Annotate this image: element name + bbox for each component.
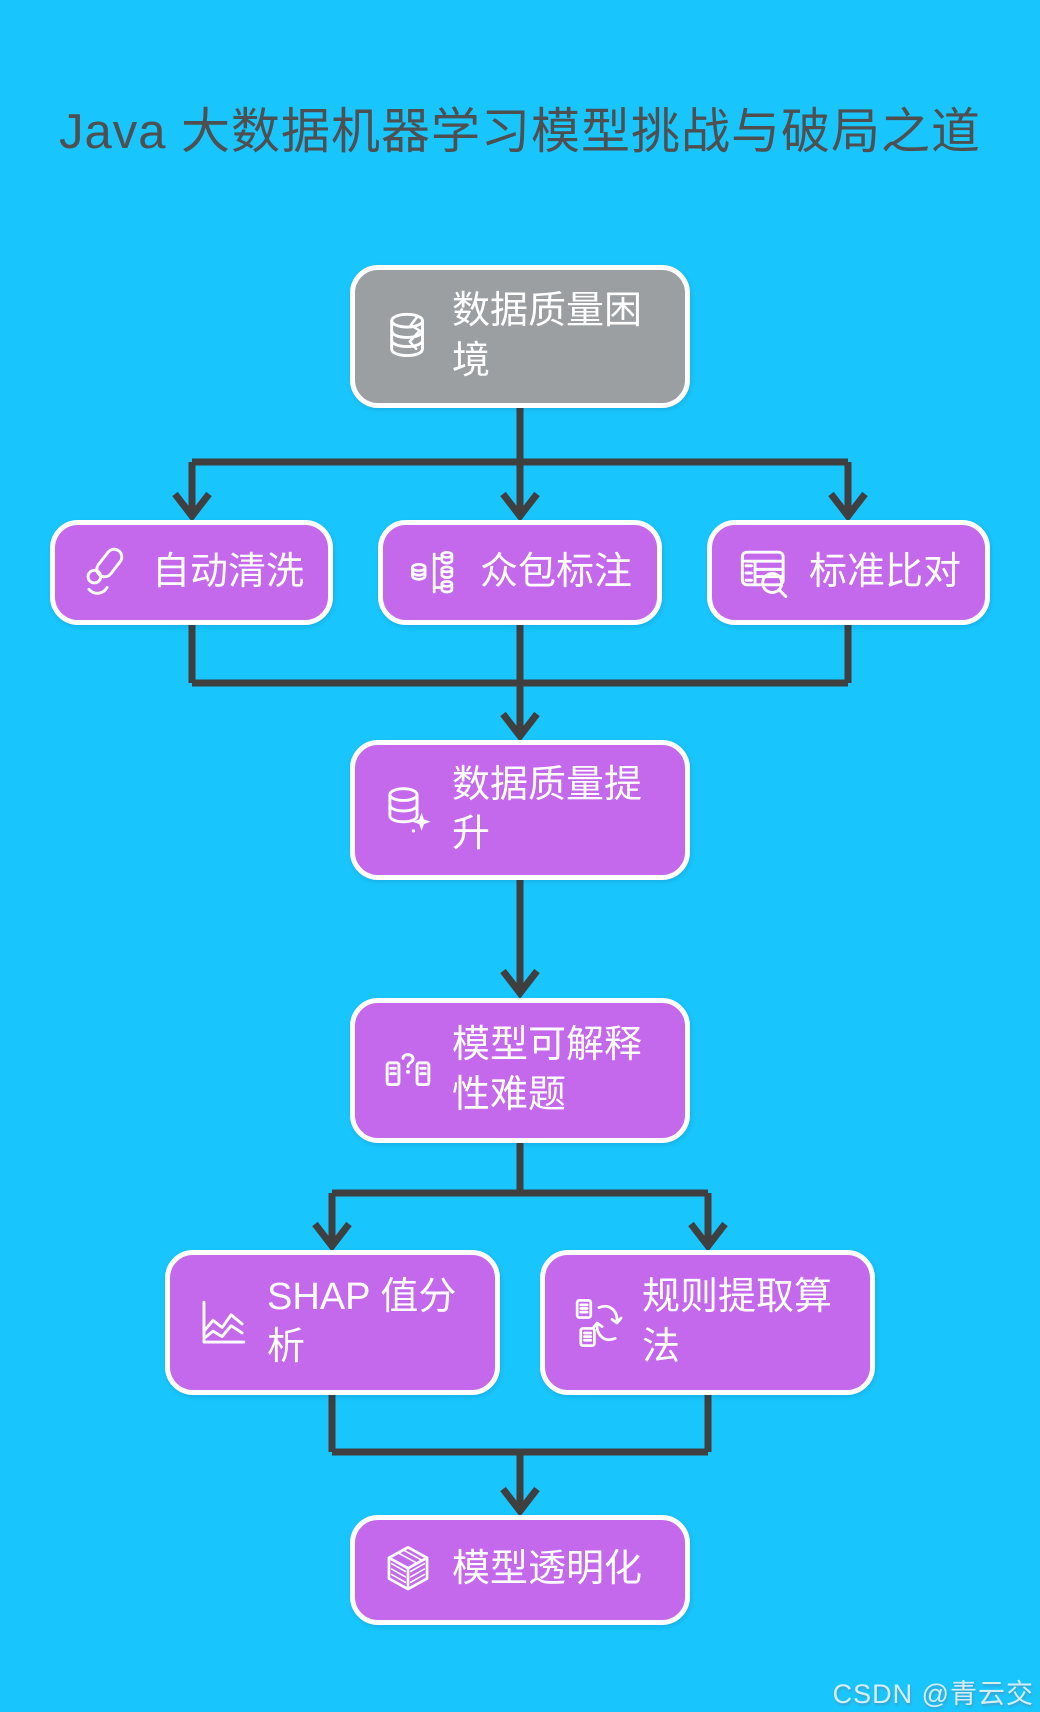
node-label: 数据质量提升 bbox=[452, 763, 643, 855]
page-title: Java 大数据机器学习模型挑战与破局之道 bbox=[58, 105, 982, 159]
node-rule-extraction-algorithm: 规则提取算法 bbox=[540, 1250, 875, 1395]
node-auto-cleaning: 自动清洗 bbox=[50, 520, 333, 625]
node-crowdsourced-annotation: 众包标注 bbox=[378, 520, 662, 625]
rules-cycle-icon bbox=[569, 1294, 627, 1352]
line-chart-icon bbox=[194, 1294, 252, 1352]
node-label: 众包标注 bbox=[480, 550, 633, 593]
node-label: 标准比对 bbox=[809, 550, 962, 593]
cleaning-brush-icon bbox=[79, 544, 137, 602]
cube-icon bbox=[379, 1541, 437, 1599]
node-shap-value-analysis: SHAP 值分析 bbox=[165, 1250, 500, 1395]
node-standard-comparison: 标准比对 bbox=[707, 520, 990, 625]
node-data-quality-dilemma: 数据质量困境 bbox=[350, 265, 690, 408]
broken-database-icon bbox=[379, 308, 437, 366]
question-panels-icon bbox=[379, 1042, 437, 1100]
node-data-quality-improvement: 数据质量提升 bbox=[350, 740, 690, 880]
csdn-watermark: CSDN @青云交 bbox=[832, 1679, 1034, 1709]
node-label: 自动清洗 bbox=[152, 550, 305, 593]
node-model-interpretability-problem: 模型可解释性难题 bbox=[350, 998, 690, 1143]
node-label: SHAP 值分析 bbox=[267, 1276, 457, 1368]
node-label: 数据质量困境 bbox=[452, 290, 643, 382]
table-search-icon bbox=[736, 544, 794, 602]
node-label: 模型可解释性难题 bbox=[452, 1024, 643, 1116]
node-label: 规则提取算法 bbox=[642, 1276, 833, 1368]
database-sparkle-icon bbox=[379, 781, 437, 839]
crowdsource-data-icon bbox=[407, 544, 465, 602]
node-label: 模型透明化 bbox=[452, 1548, 643, 1591]
node-model-transparency: 模型透明化 bbox=[350, 1515, 690, 1625]
